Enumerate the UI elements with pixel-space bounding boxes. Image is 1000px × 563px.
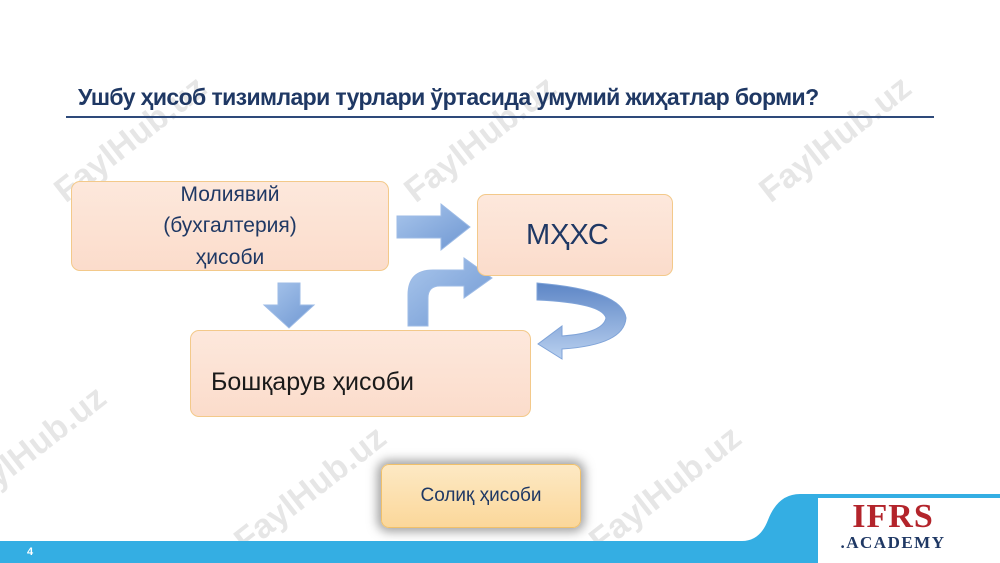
ifrs-academy-logo: IFRS .ACADEMY	[828, 500, 958, 552]
node-financial-line3: ҳисоби	[195, 245, 265, 269]
node-tax-accounting: Солиқ ҳисоби	[381, 464, 581, 528]
arrow-ifrs-to-management	[536, 282, 627, 360]
title-underline	[66, 116, 934, 118]
node-financial-accounting: Молиявий (бухгалтерия) ҳисоби	[71, 181, 389, 271]
page-number: 4	[27, 546, 34, 558]
logo-main-text: IFRS	[852, 498, 934, 535]
arrow-financial-to-management	[262, 282, 316, 329]
node-management-accounting: Бошқарув ҳисоби	[190, 330, 531, 417]
node-financial-line2: (бухгалтерия)	[163, 214, 297, 238]
arrow-management-to-ifrs	[407, 257, 493, 327]
node-ifrs-label: МҲХС	[526, 218, 609, 251]
arrow-financial-to-ifrs	[396, 202, 471, 252]
node-management-label: Бошқарув ҳисоби	[211, 368, 414, 396]
node-tax-label: Солиқ ҳисоби	[420, 485, 542, 506]
logo-sub-text: .ACADEMY	[840, 533, 946, 552]
node-financial-line1: Молиявий	[180, 182, 280, 206]
slide-title: Ушбу ҳисоб тизимлари турлари ўртасида ум…	[78, 84, 819, 110]
node-ifrs: МҲХС	[477, 194, 673, 276]
